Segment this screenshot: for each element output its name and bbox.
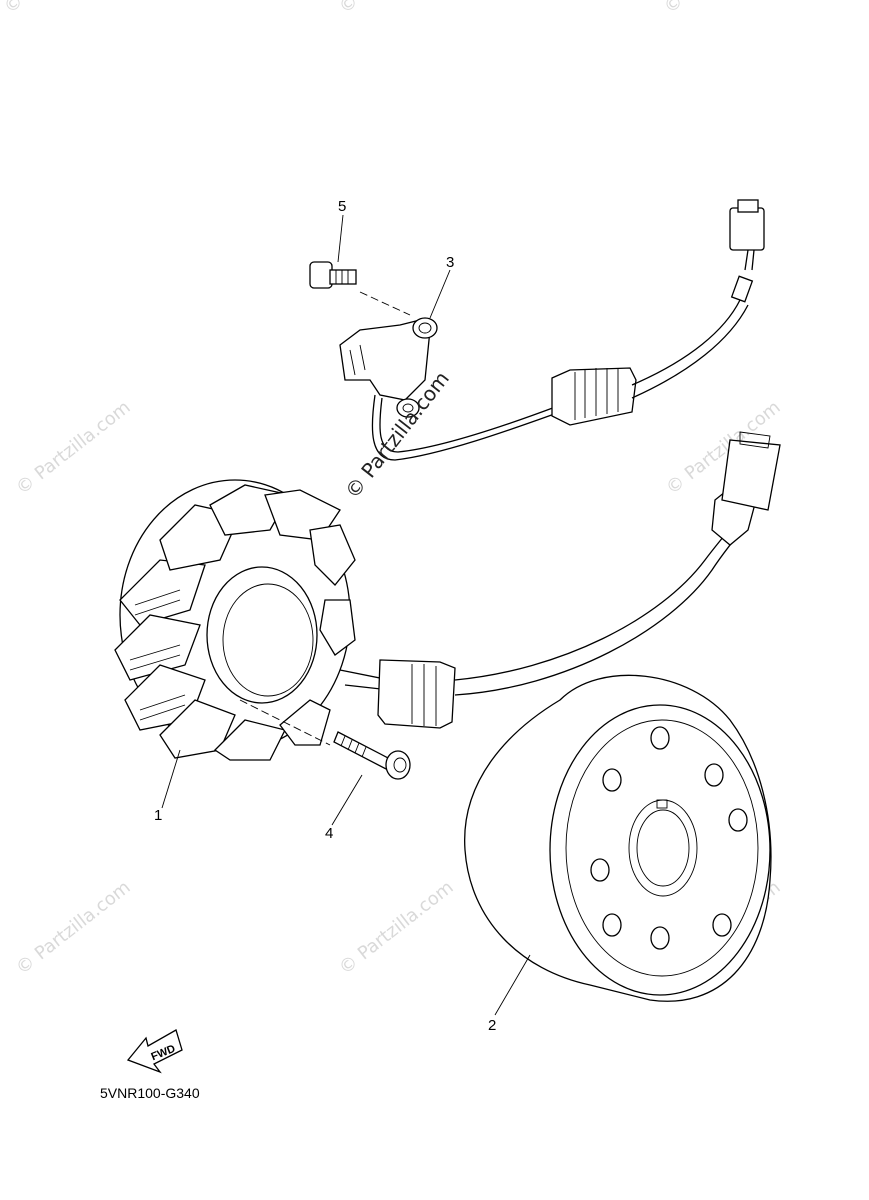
watermark: © Partzilla.com [660,0,782,18]
rotor-flywheel [464,674,772,1002]
callout-4: 4 [325,825,333,842]
leader-lines [161,214,531,1016]
watermark: © Partzilla.com [335,0,457,18]
callout-3: 3 [446,254,454,271]
pickup-coil-harness [371,199,765,461]
fwd-arrow-icon: FWD [126,1029,183,1074]
diagram-code: 5VNR100-G340 [100,1085,200,1101]
watermark: © Partzilla.com [12,397,134,499]
watermark: © Partzilla.com [12,877,134,979]
pickup-coil-screw [309,261,411,316]
callout-1: 1 [154,807,162,824]
callout-5: 5 [338,198,346,215]
callout-2: 2 [488,1017,496,1034]
stator-harness [339,431,781,729]
stator-bolt [239,699,411,780]
watermark: © Partzilla.com [0,0,122,18]
pickup-coil [339,317,438,418]
watermark: © Partzilla.com [335,877,457,979]
stator-coil [114,479,356,761]
